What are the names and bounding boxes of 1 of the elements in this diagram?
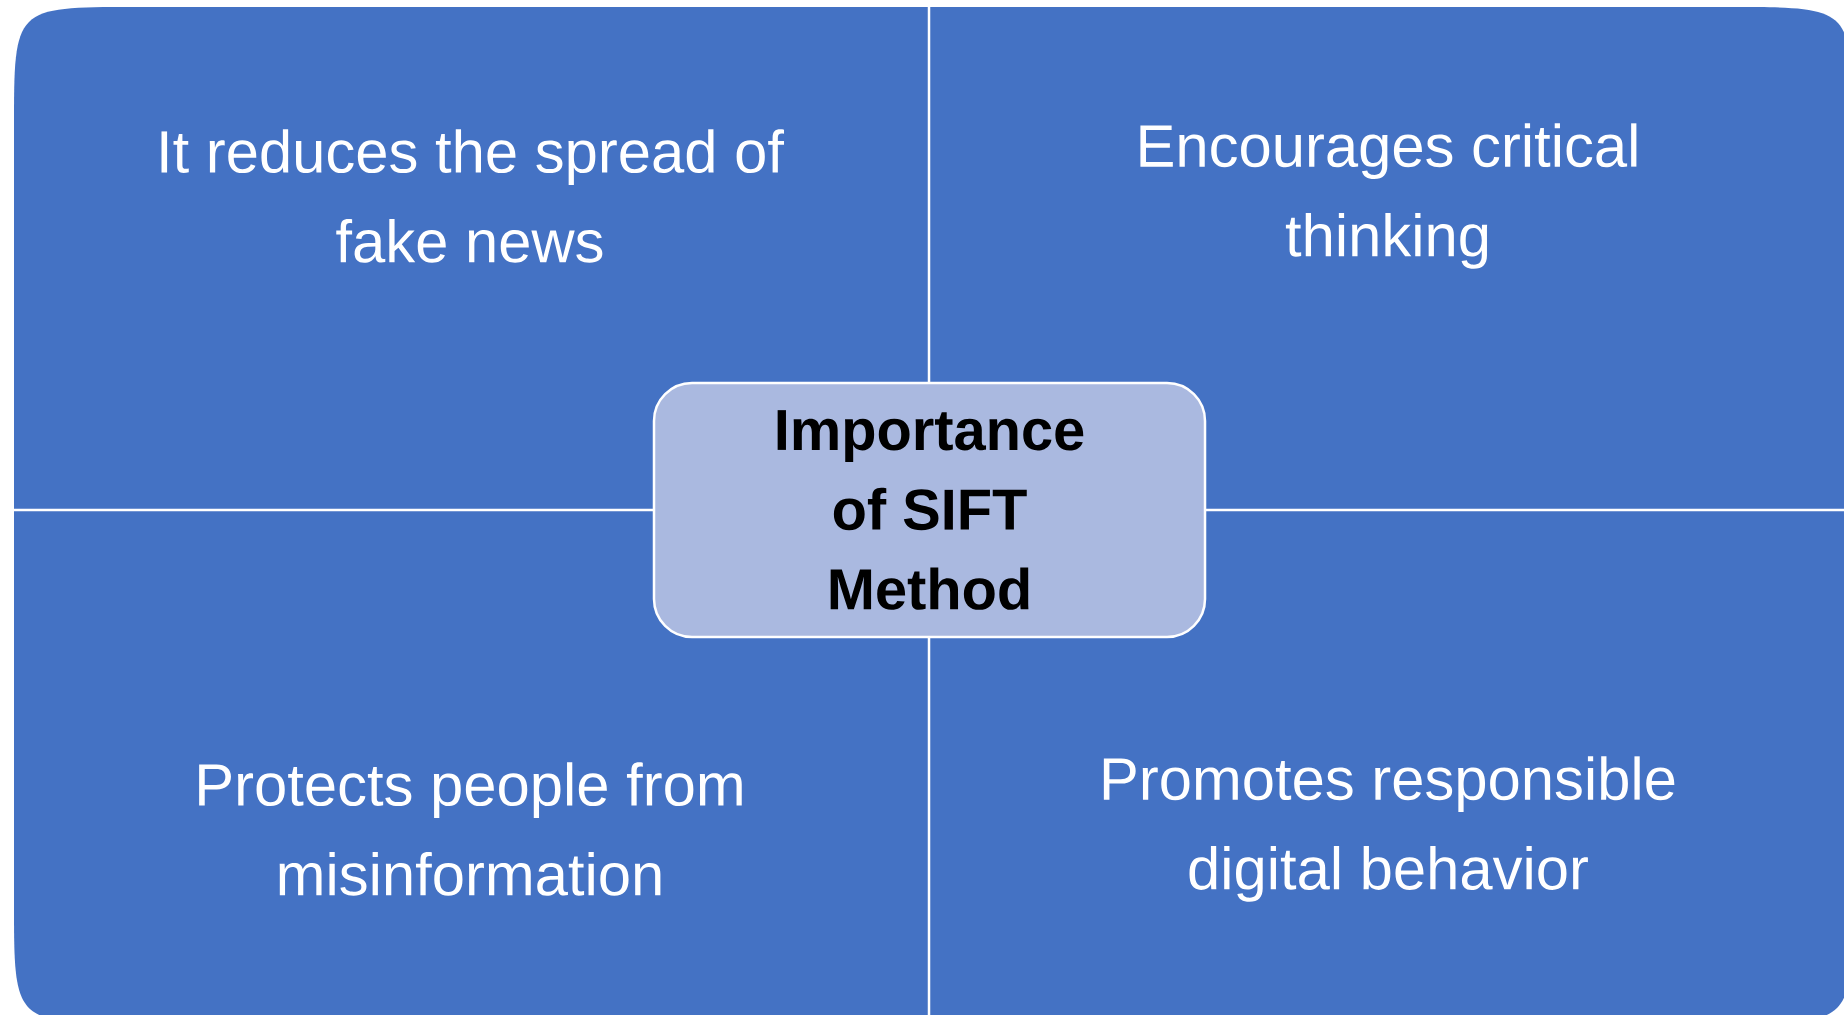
center-box: Importance of SIFT Method — [652, 381, 1207, 639]
